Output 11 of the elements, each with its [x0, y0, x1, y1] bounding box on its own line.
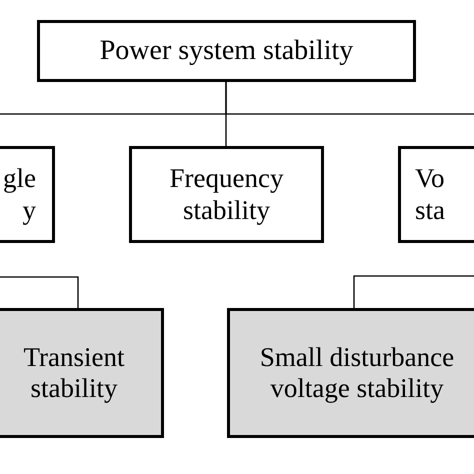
connector-line — [0, 276, 79, 308]
node-label: Transient stability — [22, 342, 126, 404]
connector-line — [353, 275, 474, 308]
node-label: Power system stability — [100, 34, 354, 68]
subcategory-box — [227, 308, 474, 438]
node-label: gle y — [2, 163, 36, 226]
node-label: Small disturbance voltage stability — [258, 342, 456, 404]
category-box — [129, 146, 324, 243]
root-box — [37, 20, 416, 82]
node-label: Frequency stability — [168, 163, 284, 226]
node-label: Vo sta — [415, 163, 446, 226]
